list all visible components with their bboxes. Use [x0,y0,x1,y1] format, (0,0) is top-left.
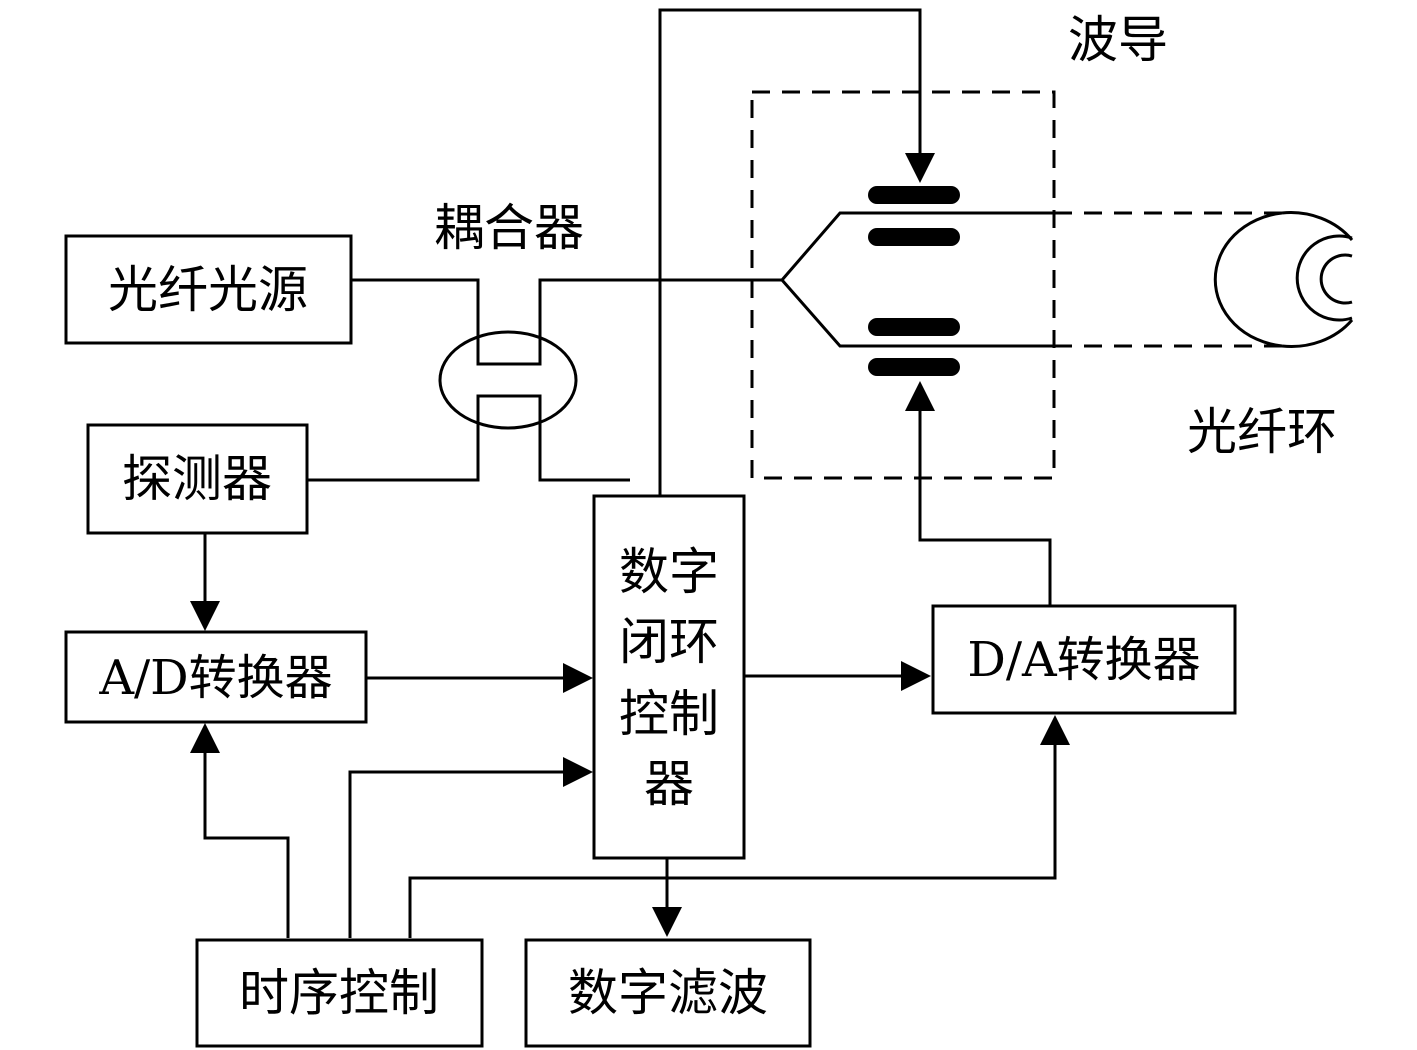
waveguide-label: 波导 [1068,11,1168,69]
filter-label: 数字滤波 [568,964,768,1022]
adc-label: A/D转换器 [98,650,332,706]
y-branch-lower [780,279,1054,348]
timing-to-dac [408,715,1070,938]
dac-to-bottom-electrode [905,381,1052,606]
controller-box: 数字 闭环 控制 器 [592,494,746,860]
timing-box: 时序控制 [195,938,484,1048]
electrode-bottom-1 [868,318,960,336]
dac-label: D/A转换器 [967,632,1200,688]
source-label: 光纤光源 [108,261,308,319]
adc-box: A/D转换器 [64,630,368,724]
electrode-top-1 [868,186,960,204]
fiber-ring-label: 光纤环 [1187,403,1337,461]
electrode-bottom-2 [868,358,960,376]
y-branch-upper [780,211,1054,281]
controller-label-line-1: 数字 [619,543,719,601]
fiber-ring-coil [1213,211,1354,348]
electrode-top-2 [868,228,960,246]
controller-label-line-4: 器 [644,755,694,813]
controller-label-line-3: 控制 [619,685,719,743]
coupler-label: 耦合器 [434,199,584,257]
ctrl-to-top-electrode [658,8,935,496]
filter-box: 数字滤波 [524,938,812,1048]
waveguide-outline [750,90,1056,480]
controller-label-line-2: 闭环 [619,613,719,671]
detector-fiber [308,394,630,482]
source-box: 光纤光源 [64,234,353,345]
coupler-ellipse [438,330,578,430]
timing-label: 时序控制 [239,964,439,1022]
detector-label: 探测器 [122,450,272,508]
source-fiber [352,278,782,366]
dac-box: D/A转换器 [931,604,1237,715]
detector-box: 探测器 [86,423,309,535]
timing-to-adc [190,723,290,938]
timing-to-controller [348,757,593,938]
